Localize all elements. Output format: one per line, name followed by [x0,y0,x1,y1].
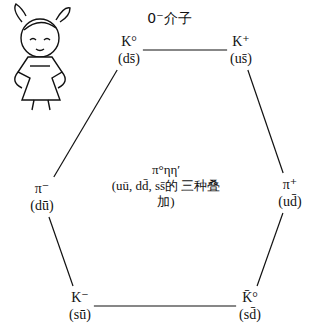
particle-symbol: K̄° [239,289,261,306]
quark-content: (ud̄) [278,193,301,210]
particle-node: K⁻(sū) [69,289,91,323]
quark-content: (sd̄) [239,306,261,323]
hexagon-side [49,217,73,286]
hexagon-side [143,49,227,50]
particle-symbol: π⁻ [30,180,53,197]
particle-node: K⁺(us̄) [230,33,252,67]
particle-symbol: K⁺ [230,33,252,50]
particle-symbol: K° [118,33,140,50]
diagram-title: 0⁻介子 [0,10,323,28]
hexagon-side [257,213,283,286]
particle-symbol: π⁺ [278,176,301,193]
particle-symbol: K⁻ [69,289,91,306]
hexagon-side [248,70,283,173]
quark-content: (ds̄) [118,50,140,67]
quark-content: (dū) [30,197,53,214]
quark-content: (us̄) [230,50,252,67]
particle-node: K°(ds̄) [118,33,140,67]
particle-node: π°ηη′(uū, dd̄, ss̄的 三种叠加) [110,162,222,210]
hexagon-side [94,305,236,306]
particle-node: π⁺(ud̄) [278,176,301,210]
hexagon-side [54,70,117,177]
quark-content: (uū, dd̄, ss̄的 三种叠加) [110,178,222,210]
particle-node: π⁻(dū) [30,180,53,214]
particle-node: K̄°(sd̄) [239,289,261,323]
particle-symbol: π°ηη′ [110,162,222,178]
quark-content: (sū) [69,306,91,323]
